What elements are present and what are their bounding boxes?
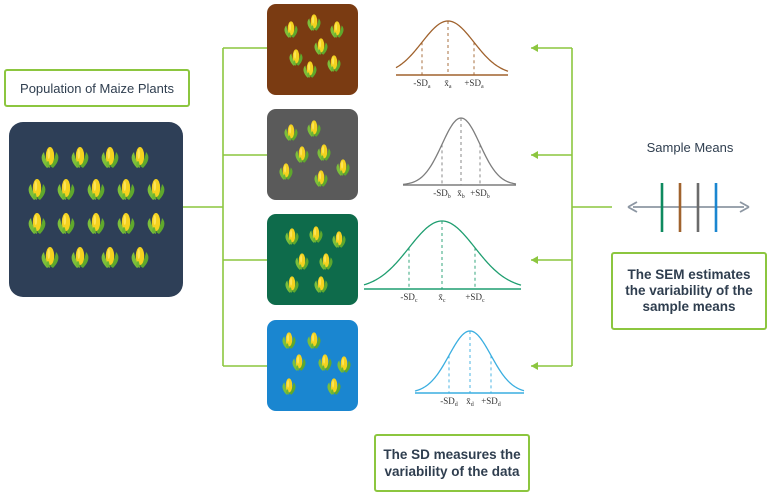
population-box <box>9 122 183 297</box>
plus-sd-label: +SDa <box>464 78 484 90</box>
plus-sd-label: +SDd <box>481 396 501 408</box>
sample-subscript: c <box>482 298 485 304</box>
sample-subscript: a <box>481 84 484 90</box>
mean-label: x̄c <box>438 292 446 304</box>
sample-subscript: d <box>471 402 474 408</box>
sample-means-axis <box>627 183 750 232</box>
sample-subscript: a <box>428 84 431 90</box>
sample-subscript: b <box>487 194 490 200</box>
plus-sd-label: +SDb <box>470 188 490 200</box>
sample-subscript: d <box>498 402 501 408</box>
sample-subscript: d <box>455 402 458 408</box>
sample-subscript: c <box>415 298 418 304</box>
sem-label-text: The SEM estimates the variability of the… <box>625 267 753 314</box>
arrow-head-icon <box>531 44 538 52</box>
mean-label: x̄d <box>466 396 474 408</box>
population-rect <box>9 122 183 297</box>
plus-sd-label: +SDc <box>465 292 485 304</box>
distribution-curve-group: -SDc x̄c +SDc <box>363 220 522 304</box>
sample-rect <box>267 214 358 305</box>
population-label: Population of Maize Plants <box>4 69 190 107</box>
sample-subscript: b <box>448 194 451 200</box>
mean-label: x̄b <box>457 188 465 200</box>
sample-box <box>267 109 358 200</box>
arrow-head-icon <box>531 362 538 370</box>
distribution-curve-group: -SDa x̄a +SDa <box>395 20 509 90</box>
sem-label: The SEM estimates the variability of the… <box>611 252 767 330</box>
sample-subscript: c <box>443 298 446 304</box>
mean-label: x̄a <box>444 78 452 90</box>
sample-subscript: b <box>462 194 465 200</box>
population-label-text: Population of Maize Plants <box>20 80 174 96</box>
minus-sd-label: -SDa <box>413 78 431 90</box>
normal-curve <box>414 330 525 392</box>
sample-means-title: Sample Means <box>646 140 734 155</box>
minus-sd-label: -SDc <box>400 292 418 304</box>
sample-box <box>267 4 358 95</box>
normal-curve <box>402 117 517 186</box>
normal-curve <box>395 20 509 72</box>
sample-subscript: a <box>449 84 452 90</box>
arrow-head-icon <box>531 151 538 159</box>
sd-label: The SD measures the variability of the d… <box>374 434 530 492</box>
sd-label-text: The SD measures the variability of the d… <box>383 447 521 479</box>
minus-sd-label: -SDb <box>433 188 451 200</box>
normal-curve <box>363 220 522 286</box>
sample-box <box>267 320 358 411</box>
connector-lines <box>183 44 612 370</box>
axis-left-arrow-icon <box>627 201 638 213</box>
distribution-curve-group: -SDb x̄b +SDb <box>402 117 517 200</box>
distribution-curve-group: -SDd x̄d +SDd <box>414 330 525 408</box>
sample-box <box>267 214 358 305</box>
arrow-head-icon <box>531 256 538 264</box>
sample-boxes <box>267 4 358 411</box>
distribution-curves: -SDa x̄a +SDa -SDb x̄b +SDb -SDc x̄c +SDc -SDd x̄d… <box>363 20 525 408</box>
axis-right-arrow-icon <box>739 201 750 213</box>
minus-sd-label: -SDd <box>440 396 458 408</box>
